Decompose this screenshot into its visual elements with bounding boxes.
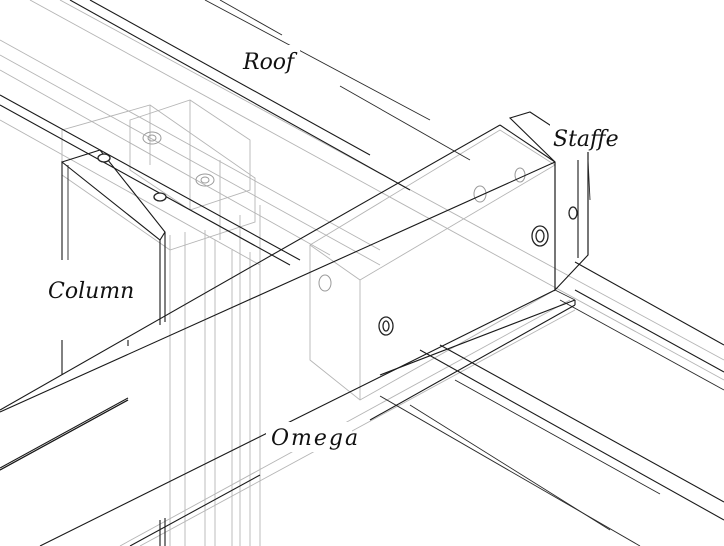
labels: Roof Staffe Column Omega [44,45,619,452]
column-label-bg [44,274,136,304]
column-label: Column [48,279,134,304]
main-beam [0,124,556,546]
staffe-bracket [378,111,591,336]
omega-profile [0,289,576,546]
staffe-label-bg [550,122,618,152]
omega-label-bg [266,422,352,452]
roof-label: Roof [242,50,298,75]
staffe-label: Staffe [553,127,619,152]
column [60,149,167,546]
roof-label-bg [238,45,300,75]
omega-label: Omega [271,426,360,451]
